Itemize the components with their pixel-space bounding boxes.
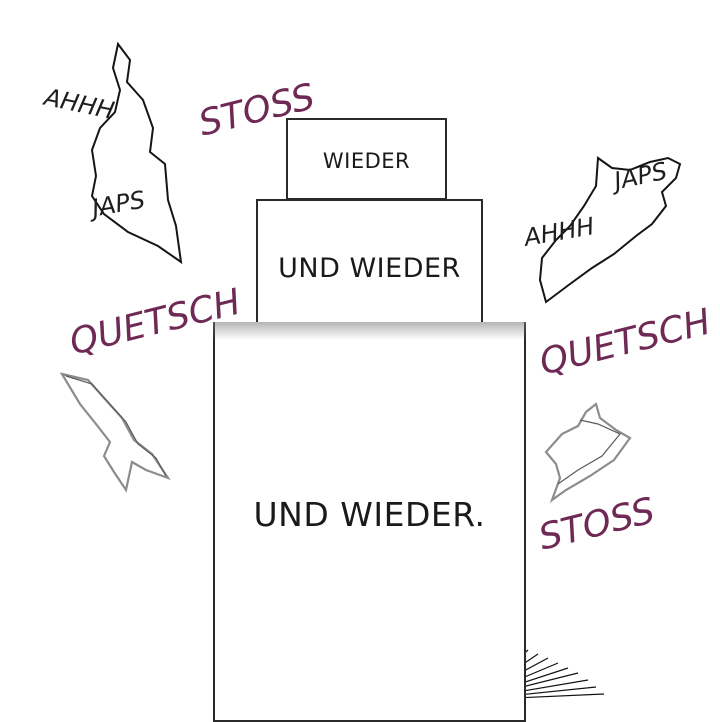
motion-streak-right: [544, 402, 632, 503]
panel-small-text: WIEDER: [322, 149, 411, 173]
panel-large-text: UND WIEDER.: [253, 494, 486, 534]
motion-streak-left: [59, 372, 171, 493]
panel-large: UND WIEDER.: [213, 322, 526, 722]
burst-outline-right: [538, 156, 682, 304]
panel-small: WIEDER: [286, 118, 447, 200]
comic-scene: WIEDER UND WIEDER UND WIEDER. AHHH JAPS …: [42, 41, 715, 722]
burst-outline-left: [90, 41, 183, 265]
panel-medium-text: UND WIEDER: [278, 253, 461, 284]
panel-medium: UND WIEDER: [256, 199, 483, 330]
